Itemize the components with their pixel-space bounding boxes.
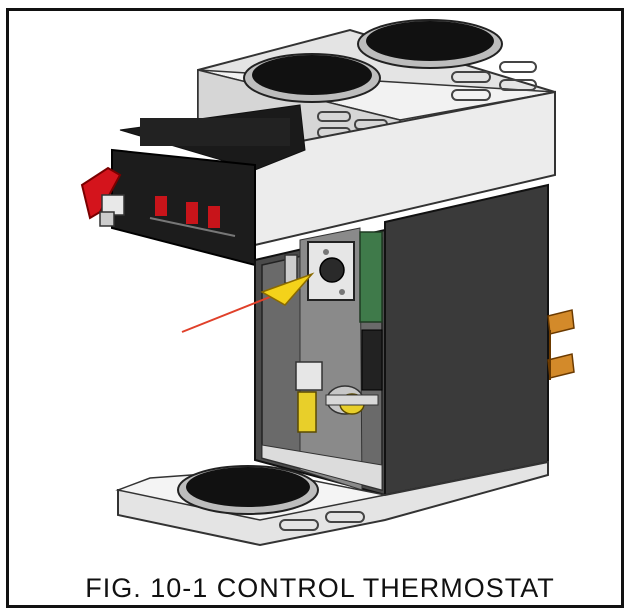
- side-fittings: [547, 309, 575, 380]
- brew-switch-1: [155, 196, 167, 216]
- warmer-plate-bottom: [177, 465, 319, 515]
- upper-housing: [119, 90, 556, 247]
- faucet-handle-icon: [80, 166, 125, 227]
- warmer-plate-top-right: [357, 19, 503, 69]
- brew-switch-2: [186, 202, 198, 224]
- control-board: [359, 231, 383, 323]
- open-service-cavity: [261, 227, 383, 491]
- coffee-brewer-illustration: [80, 19, 575, 547]
- arrow-pointer-icon: [181, 272, 315, 333]
- brew-switch-3: [208, 206, 220, 228]
- warmer-plate-top-left: [243, 53, 381, 103]
- front-control-panel: [111, 148, 256, 267]
- figure-caption: FIG. 10-1 CONTROL THERMOSTAT: [60, 573, 580, 603]
- inlet-valve: [295, 361, 379, 433]
- control-thermostat: [307, 241, 355, 301]
